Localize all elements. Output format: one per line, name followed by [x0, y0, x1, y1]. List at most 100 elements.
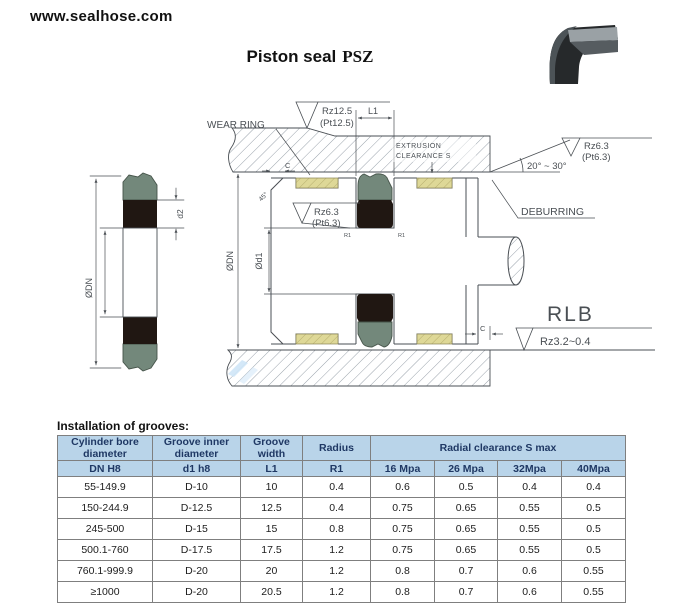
rz125-symbol [248, 101, 390, 130]
l1-label: L1 [368, 106, 378, 116]
website-url: www.sealhose.com [30, 8, 173, 25]
cell: D-20 [152, 560, 241, 583]
cell: 0.7 [434, 581, 498, 603]
cell: 0.55 [497, 539, 562, 562]
pt63-right-label: (Pt6.3) [582, 152, 611, 163]
c-top-label: C [285, 161, 291, 170]
col-groove-width: Groove width [240, 434, 303, 462]
deburring-leader [491, 179, 595, 219]
cell: 1.2 [302, 581, 371, 603]
r1-left-label: R1 [344, 233, 351, 239]
angle45-label: 45° [257, 190, 270, 203]
sub-16mpa: 16 Mpa [370, 460, 435, 478]
table-header-row-2: DN H8 d1 h8 L1 R1 16 Mpa 26 Mpa 32Mpa 40… [57, 460, 626, 478]
sub-d1: d1 h8 [152, 460, 241, 478]
extrusion-label-bg [392, 139, 476, 162]
assembly-view: ØDN Ød1 L1 Rz12.5 (Pt12.5) [207, 101, 655, 387]
wear-ring-leader [275, 128, 311, 176]
watermark-streak-2 [239, 367, 258, 384]
section-od-label: ØDN [84, 278, 94, 298]
cell: 15 [240, 518, 303, 541]
cylinder-wall-bottom [226, 349, 491, 387]
cell: 10 [240, 476, 303, 499]
cell: 20 [240, 560, 303, 583]
extrusion-label-1: EXTRUSION [396, 143, 441, 150]
rz63-groove-symbol [292, 202, 360, 229]
cell: 55-149.9 [57, 476, 153, 499]
col-groove-inner: Groove inner diameter [152, 434, 241, 462]
cell: D-12.5 [152, 497, 241, 520]
section-black-ring-bottom [123, 317, 157, 344]
technical-drawing: ØDN d2 [84, 101, 655, 387]
table-caption: Installation of grooves: [57, 419, 190, 433]
r1-right-label: R1 [398, 233, 405, 239]
seal-top-light-band [568, 27, 618, 42]
sub-32mpa: 32Mpa [497, 460, 562, 478]
cell: 0.4 [302, 476, 371, 499]
cell: 0.5 [561, 518, 626, 541]
wear-ring-label: WEAR RING [207, 120, 265, 131]
cell: D-20 [152, 581, 241, 603]
cell: 500.1-760 [57, 539, 153, 562]
cell: 0.65 [434, 497, 498, 520]
rod-end-face [507, 236, 525, 286]
piston-outline [270, 177, 479, 345]
cell: 0.65 [434, 518, 498, 541]
cell: 0.75 [370, 497, 435, 520]
col-cylinder-bore: Cylinder bore diameter [57, 434, 153, 462]
chamfer-callout [489, 137, 652, 173]
sub-l1: L1 [240, 460, 303, 478]
cell: 0.65 [434, 539, 498, 562]
page-title-text: Piston seal [246, 47, 337, 66]
grooves-table: Cylinder bore diameter Groove inner diam… [57, 434, 626, 603]
cell: 0.75 [370, 539, 435, 562]
cell: 760.1-999.9 [57, 560, 153, 583]
table-header-row-1: Cylinder bore diameter Groove inner diam… [57, 434, 626, 462]
cell: 1.2 [302, 539, 371, 562]
rz125-label: Rz12.5 [322, 106, 352, 117]
seal-section-view: ØDN d2 [84, 172, 185, 372]
rlb-label: RLB [547, 303, 594, 326]
cell: ≥1000 [57, 581, 153, 603]
cell: 0.55 [497, 518, 562, 541]
seal-energizer-top [357, 200, 393, 228]
cell: D-15 [152, 518, 241, 541]
deburring-label: DEBURRING [521, 206, 584, 218]
cell: 0.6 [370, 476, 435, 499]
c-right-dimension [465, 326, 503, 340]
cell: 0.8 [302, 518, 371, 541]
cell: 0.55 [561, 560, 626, 583]
wear-ring-top-left [295, 177, 339, 189]
cell: D-17.5 [152, 539, 241, 562]
cell: 0.8 [370, 581, 435, 603]
section-inner-dimension [99, 227, 124, 318]
cell: 0.5 [434, 476, 498, 499]
seal-cap-top [357, 173, 393, 201]
cell: 1.2 [302, 560, 371, 583]
col-radial-clearance: Radial clearance S max [370, 434, 626, 462]
sub-26mpa: 26 Mpa [434, 460, 498, 478]
sub-dn: DN H8 [57, 460, 153, 478]
cell: 245-500 [57, 518, 153, 541]
cell: 0.6 [497, 581, 562, 603]
section-d2-label: d2 [175, 209, 185, 219]
cell: 0.4 [497, 476, 562, 499]
rz32-symbol [515, 327, 652, 352]
cell: 0.55 [561, 581, 626, 603]
section-green-cap-bottom [122, 343, 158, 372]
cell: 0.4 [302, 497, 371, 520]
rz32-label: Rz3.2~0.4 [540, 336, 590, 348]
cell: 20.5 [240, 581, 303, 603]
section-d2-dimension [156, 187, 185, 241]
section-black-ring-top [123, 200, 157, 228]
pt125-label: (Pt12.5) [320, 118, 354, 129]
section-od-dimension [89, 175, 122, 369]
wear-ring-bottom-left [295, 333, 339, 345]
